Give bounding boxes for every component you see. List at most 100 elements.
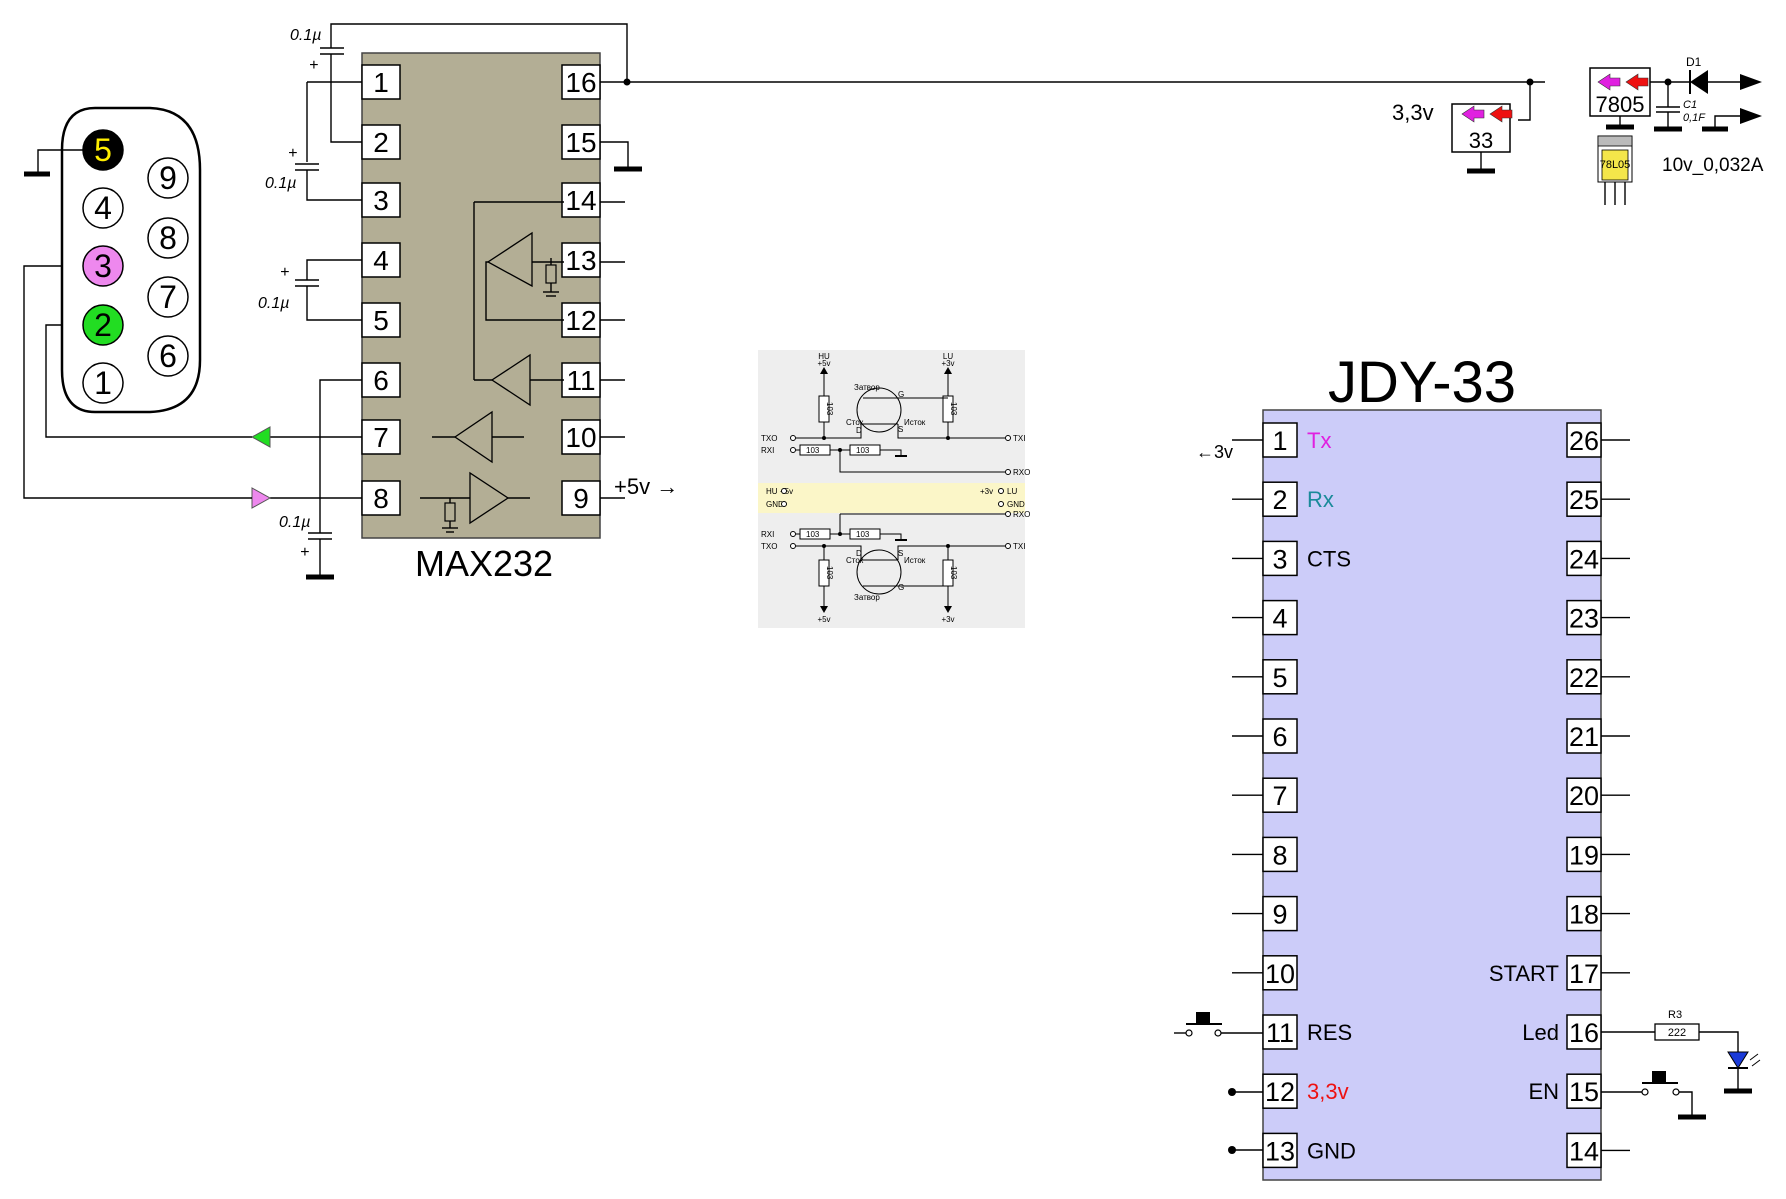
db9-pin-label: 7 [159,279,177,315]
max232-pin-label: 8 [373,483,389,514]
svg-text:103: 103 [806,530,820,539]
max232-pin-9: 9 [561,480,601,516]
max232-pin-12: 12 [561,302,601,338]
max232-pin-label: 5 [373,305,389,336]
jdy33-pin-number: 16 [1569,1018,1599,1048]
jdy33-pin-4: 4 [1232,599,1298,636]
jdy33-pin-number: 10 [1265,959,1295,989]
jdy33-pin-number: 13 [1265,1136,1295,1166]
svg-text:G: G [898,583,904,592]
jdy33-pin-label: GND [1307,1138,1356,1163]
svg-text:GND: GND [766,500,784,509]
svg-text:+: + [300,544,309,561]
svg-text:103: 103 [856,530,870,539]
svg-text:103: 103 [856,446,870,455]
max232-pin-label: 12 [565,305,596,336]
reg33-label: 33 [1469,128,1493,153]
svg-text:+: + [309,57,318,74]
jdy33-pin-number: 19 [1569,840,1599,870]
db9-pin-6: 6 [147,335,189,377]
max232-capacitors: 0.1µ + 0.1µ + 0.1µ + 0.1µ [258,27,362,580]
jdy33-pin-number: 17 [1569,959,1599,989]
jdy33-pin-label: Rx [1307,487,1334,512]
max232-pin-6: 6 [361,362,401,398]
max232-pin-label: 1 [373,67,389,98]
db9-pin-label: 3 [94,248,112,284]
cap-c1-value: 0,1F [1683,112,1706,124]
jdy33-pin1-note: ←3v [1196,442,1233,462]
jdy33-pin-25: 25 [1566,481,1630,517]
max232-pin-label: 15 [565,127,596,158]
svg-text:103: 103 [806,446,820,455]
jdy33-pin-14: 14 [1566,1132,1630,1169]
jdy33-pin-13: 13 GND [1262,1132,1356,1169]
svg-text:+5v: +5v [817,359,830,368]
max232-pin-label: 4 [373,245,389,276]
jdy33-body [1262,409,1602,1181]
db9-pin-5: 5 [82,129,124,171]
jdy33-pin-8: 8 [1232,836,1298,873]
resistor-name: R3 [1668,1009,1682,1021]
jdy33-pin-number: 24 [1569,544,1599,574]
package-label: 78L05 [1600,159,1631,171]
jdy33-pin-number: 18 [1569,900,1599,930]
svg-text:Сток: Сток [846,556,864,565]
db9-pin-2: 2 [82,304,124,346]
diode-label: D1 [1686,55,1702,69]
db9-pin-label: 1 [94,365,112,401]
db9-pin-1: 1 [82,362,124,404]
max232-pin-label: 11 [566,365,595,396]
jdy33-pin-2: 2 Rx [1232,481,1334,517]
cap3-label: 0.1µ [258,295,289,312]
max232-pin-label: 6 [373,365,389,396]
level-shifter-inset: HU +5v LU +3v 103 103 Затвор G Сток D S … [758,350,1030,628]
svg-text:103: 103 [825,566,834,580]
max232-pin-11: 11 [561,362,601,398]
jdy33-pin-label: 3,3v [1307,1079,1349,1104]
jdy33-pin-9: 9 [1232,895,1298,932]
jdy33-pin-7: 7 [1232,777,1298,813]
pin9-note: +5v → [614,474,678,499]
svg-text:D: D [856,426,862,435]
svg-text:TXO: TXO [761,542,777,551]
jdy33-pin-number: 2 [1272,485,1287,515]
svg-text:Сток: Сток [846,418,864,427]
svg-text:G: G [898,390,904,399]
max232-pin-7: 7 [361,419,401,455]
db9-pin-label: 5 [94,132,112,168]
jdy33-pin-number: 4 [1272,604,1287,634]
jdy33-pin-6: 6 [1232,718,1298,754]
jdy33-pin-number: 1 [1272,426,1287,456]
supply-label: 10v_0,032A [1662,155,1764,176]
svg-text:+: + [280,264,289,281]
en-switch [1601,1071,1706,1120]
svg-text:103: 103 [949,566,958,580]
max232-pin-13: 13 [561,242,601,278]
svg-text:D: D [856,549,862,558]
jdy33-pin-label: RES [1307,1020,1352,1045]
jdy33-pin-24: 24 [1566,540,1630,577]
max232-pin-label: 13 [565,245,596,276]
db9-pin-9: 9 [147,157,189,199]
max232-pin-8: 8 [361,480,401,516]
jdy33-pin-number: 25 [1569,485,1599,515]
db9-pin-label: 6 [159,338,177,374]
svg-text:Исток: Исток [904,418,926,427]
jdy33-pin-number: 7 [1272,781,1287,811]
jdy33-pin-label: EN [1528,1079,1559,1104]
jdy33-pin-number: 23 [1569,604,1599,634]
jdy33-pin-number: 26 [1569,426,1599,456]
reg7805-label: 7805 [1596,92,1645,117]
db9-pin-4: 4 [82,187,124,229]
cap4-label: 0.1µ [279,514,310,531]
db9-pin-label: 4 [94,190,112,226]
svg-text:TXI: TXI [1013,434,1025,443]
svg-text:+5v: +5v [817,615,830,624]
svg-text:GND: GND [1007,500,1025,509]
